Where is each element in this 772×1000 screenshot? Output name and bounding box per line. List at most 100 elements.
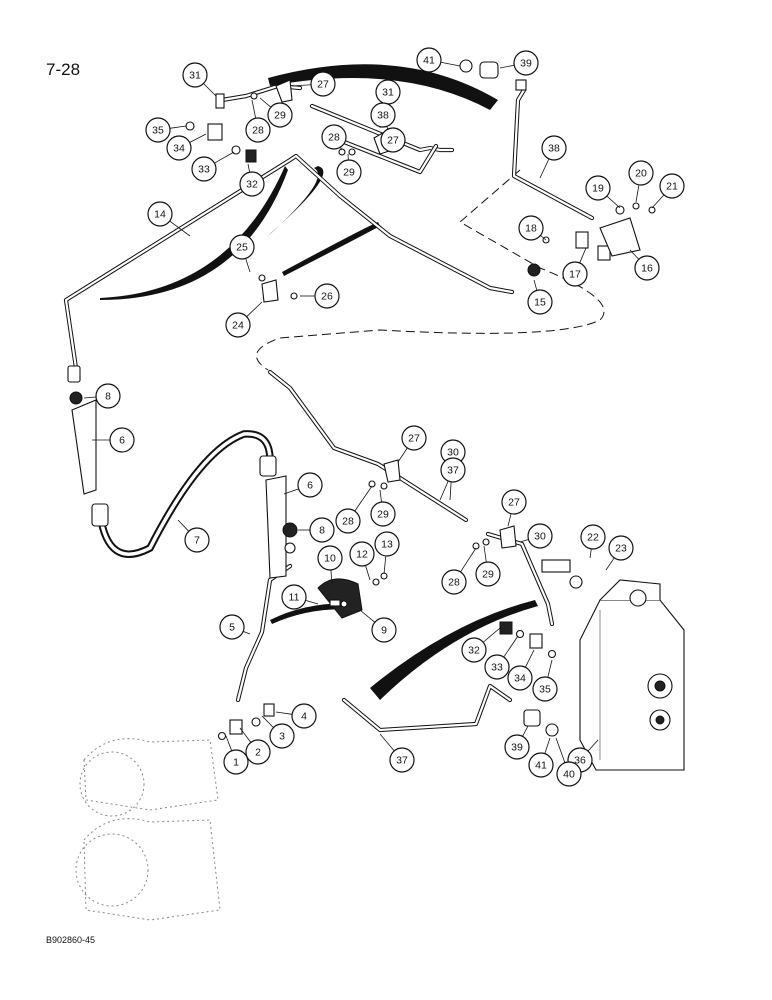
- callout-28: 28: [321, 124, 347, 151]
- callout-number: 30: [534, 531, 546, 543]
- callout-number: 31: [189, 70, 201, 82]
- callout-17: 17: [562, 247, 588, 287]
- callout-leader: [283, 488, 299, 495]
- callout-number: 24: [232, 320, 244, 332]
- callout-20: 20: [628, 160, 654, 203]
- callout-number: 23: [615, 543, 627, 555]
- callout-balloon: [245, 117, 271, 143]
- callout-number: 27: [387, 135, 399, 147]
- callout-leader: [359, 609, 376, 623]
- callout-number: 29: [274, 110, 286, 122]
- callout-leader: [243, 630, 251, 635]
- callout-number: 32: [246, 179, 258, 191]
- callout-33: 33: [484, 635, 519, 680]
- callout-31: 31: [182, 62, 217, 97]
- callout-number: 12: [356, 549, 368, 561]
- callout-leader: [589, 548, 592, 559]
- callout-number: 29: [377, 509, 389, 521]
- callout-leader: [245, 258, 251, 273]
- callout-balloon: [225, 312, 251, 338]
- callout-number: 32: [468, 645, 480, 657]
- callout-number: 15: [534, 297, 546, 309]
- callout-balloon: [504, 734, 530, 760]
- callout-number: 27: [408, 433, 420, 445]
- callout-34: 34: [166, 133, 207, 161]
- callout-9: 9: [359, 609, 397, 643]
- callout-leader: [533, 279, 538, 291]
- callout-leader: [225, 735, 233, 751]
- callout-leader: [354, 485, 373, 512]
- callout-balloon: [184, 527, 210, 553]
- callout-group: 1234566788910111213141516171819202122232…: [83, 47, 685, 787]
- callout-number: 26: [321, 291, 333, 303]
- callout-number: 13: [381, 539, 393, 551]
- callout-balloon: [659, 173, 685, 199]
- callout-22: 22: [580, 524, 606, 559]
- routing-bands: [100, 64, 538, 700]
- callout-leader: [259, 97, 272, 108]
- callout-balloon: [109, 427, 135, 453]
- callout-balloon: [527, 523, 553, 549]
- figure-code: B902860-45: [46, 935, 96, 945]
- callout-balloon: [371, 617, 397, 643]
- callout-balloon: [95, 383, 121, 409]
- callout-29: 29: [370, 489, 396, 527]
- callout-10: 10: [317, 545, 343, 585]
- fittings: [67, 59, 656, 741]
- callout-27: 27: [380, 127, 406, 153]
- callout-number: 9: [381, 625, 387, 637]
- callout-balloon: [380, 127, 406, 153]
- callout-number: 39: [520, 58, 532, 70]
- callout-balloon: [317, 545, 343, 571]
- callout-leader: [579, 247, 587, 264]
- callout-balloon: [309, 517, 335, 543]
- callout-leader: [483, 545, 487, 563]
- callout-number: 8: [319, 525, 325, 537]
- callout-leader: [440, 61, 461, 67]
- callout-leader: [386, 126, 389, 131]
- callout-32: 32: [461, 627, 501, 663]
- callout-3: 3: [261, 715, 295, 749]
- callout-leader: [539, 158, 550, 179]
- callout-number: 41: [535, 760, 547, 772]
- callout-35: 35: [532, 659, 558, 702]
- callout-number: 37: [447, 465, 459, 477]
- callout-number: 21: [666, 181, 678, 193]
- callout-number: 34: [173, 143, 185, 155]
- callout-32: 32: [239, 163, 265, 197]
- callout-number: 4: [301, 711, 307, 723]
- callout-number: 11: [289, 592, 300, 604]
- callout-number: 29: [343, 167, 355, 179]
- callout-number: 6: [119, 435, 125, 447]
- callout-leader: [635, 184, 640, 203]
- callout-number: 28: [448, 577, 460, 589]
- callout-balloon: [608, 535, 634, 561]
- callout-6: 6: [283, 472, 323, 498]
- callout-balloon: [166, 135, 192, 161]
- callout-balloon: [281, 584, 307, 610]
- callout-number: 28: [328, 132, 340, 144]
- callout-leader: [525, 649, 535, 668]
- callout-balloon: [441, 569, 467, 595]
- callout-12: 12: [349, 541, 375, 581]
- callout-balloon: [191, 156, 217, 182]
- callout-balloon: [267, 102, 293, 128]
- callout-number: 40: [563, 769, 575, 781]
- callout-16: 16: [629, 249, 660, 281]
- callout-balloon: [440, 457, 466, 483]
- callout-number: 34: [514, 673, 526, 685]
- callout-balloon: [370, 102, 396, 128]
- callout-number: 35: [539, 684, 551, 696]
- callout-balloon: [336, 159, 362, 185]
- callout-41: 41: [528, 737, 554, 778]
- callout-balloon: [269, 723, 295, 749]
- callout-balloon: [484, 654, 510, 680]
- callout-34: 34: [507, 649, 535, 691]
- callout-leader: [460, 547, 477, 573]
- callout-balloon: [145, 117, 171, 143]
- callout-leader: [507, 513, 512, 527]
- callout-balloon: [374, 531, 400, 557]
- callout-leader: [247, 163, 251, 173]
- callout-balloon: [389, 747, 415, 773]
